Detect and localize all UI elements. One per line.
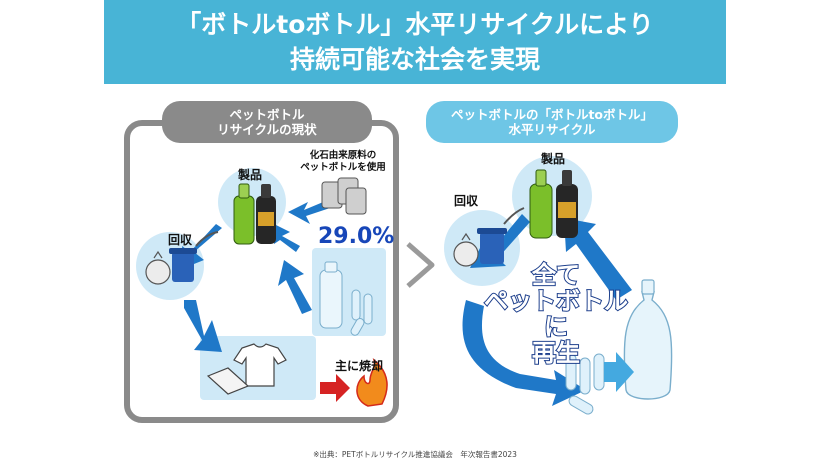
hand-icon xyxy=(503,207,525,225)
fossil-note-line-2: ペットボトルを使用 xyxy=(300,162,386,173)
right-illustration xyxy=(444,156,673,415)
trash-bin-icon xyxy=(477,228,507,264)
preform-icon xyxy=(565,353,605,415)
pet-bottle-icon xyxy=(319,261,343,329)
black-tea-bottle-icon xyxy=(256,184,276,244)
left-header-line-2: リサイクルの現状 xyxy=(217,122,317,137)
right-panel-header: ペットボトルの「ボトルtoボトル」 水平リサイクル xyxy=(426,101,678,143)
left-header-line-1: ペットボトル xyxy=(229,107,305,122)
oil-drum-icon xyxy=(321,177,367,215)
recycle-rate: 29.0% xyxy=(318,224,395,249)
right-header-line-2: 水平リサイクル xyxy=(508,122,596,137)
pet-bottle-icon xyxy=(623,279,673,400)
incineration-label: 主に焼却 xyxy=(335,359,384,373)
green-tea-bottle-icon xyxy=(233,183,255,245)
chevron-arrow-icon xyxy=(406,242,435,288)
left-panel-header: ペットボトル リサイクルの現状 xyxy=(162,101,372,143)
preform-icon xyxy=(350,289,373,336)
left-collection-label: 回収 xyxy=(168,233,193,247)
tray-icon xyxy=(206,367,250,395)
fossil-note: 化石由来原料の ペットボトルを使用 xyxy=(298,150,388,174)
right-message-line-3: 再生 xyxy=(531,339,581,367)
fire-icon xyxy=(356,357,388,407)
right-collection-label: 回収 xyxy=(454,194,479,208)
red-arrow-icon xyxy=(320,374,350,402)
title-line-2: 持続可能な社会を実現 xyxy=(289,45,540,74)
tshirt-icon xyxy=(233,343,287,387)
trash-bin-icon xyxy=(169,248,197,282)
left-illustration xyxy=(136,168,388,407)
right-message-line-2: ペットボトルに xyxy=(483,287,629,341)
right-header-line-1: ペットボトルの「ボトルtoボトル」 xyxy=(450,107,654,122)
title-banner: 「ボトルtoボトル」水平リサイクルにより 持続可能な社会を実現 xyxy=(104,0,726,84)
black-tea-bottle-icon xyxy=(556,170,578,238)
garbage-bag-icon xyxy=(145,250,171,285)
right-message: 全て ペットボトルに 再生 xyxy=(476,261,636,367)
to-bottle-arrow-icon xyxy=(604,352,634,392)
fossil-note-line-1: 化石由来原料の xyxy=(309,150,377,161)
title-line-1: 「ボトルtoボトル」水平リサイクルにより xyxy=(176,10,654,39)
left-product-label: 製品 xyxy=(238,168,263,182)
green-tea-bottle-icon xyxy=(529,169,553,239)
right-product-label: 製品 xyxy=(541,152,566,166)
hand-icon xyxy=(195,231,219,247)
garbage-bag-icon xyxy=(453,232,479,267)
source-footnote: ※出典：PETボトルリサイクル推進協議会 年次報告書2023 xyxy=(313,450,517,459)
right-message-line-1: 全て xyxy=(531,261,581,289)
